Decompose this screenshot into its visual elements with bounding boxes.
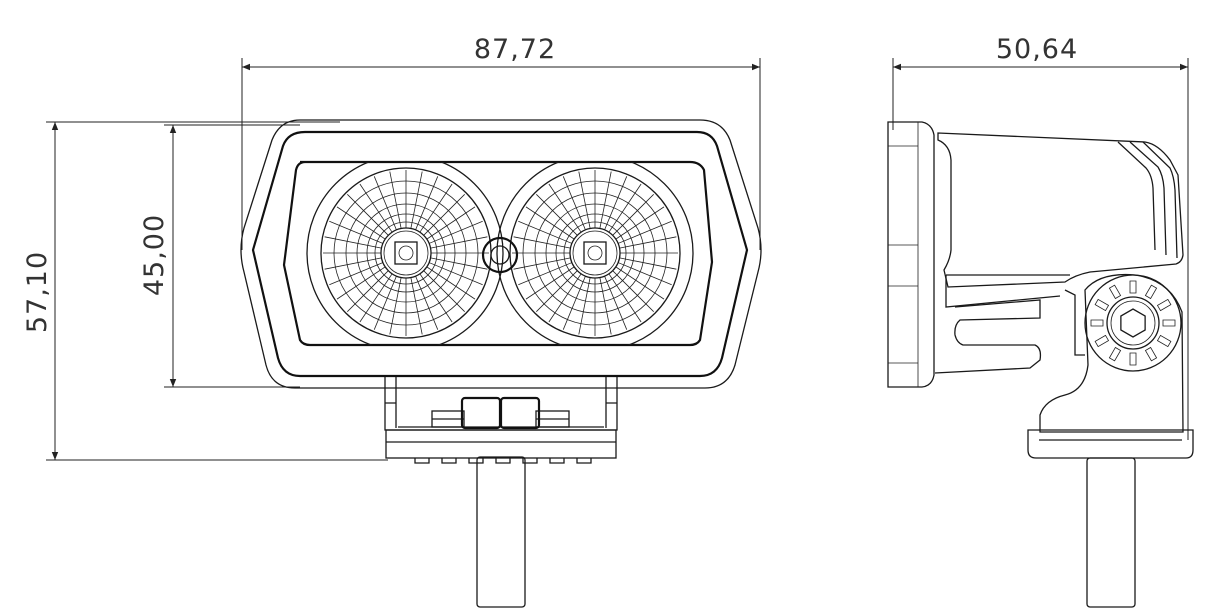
bracket-base-side bbox=[1027, 429, 1194, 459]
led-chip bbox=[394, 241, 418, 265]
mount-stem-side bbox=[1086, 457, 1136, 608]
adjustment-gear bbox=[1084, 274, 1182, 372]
lens-left bbox=[320, 167, 492, 339]
width-dimension-label: 87,72 bbox=[474, 34, 556, 65]
reflector-right bbox=[496, 162, 694, 345]
mount-bracket-front bbox=[384, 377, 618, 608]
dimension-housing-height: 45,00 bbox=[139, 124, 300, 388]
hex-bolt bbox=[1120, 308, 1146, 338]
housing-outer bbox=[240, 119, 762, 389]
total-height-dimension-label: 57,10 bbox=[22, 251, 53, 333]
housing-height-dimension-label: 45,00 bbox=[139, 214, 170, 296]
mount-stem-front bbox=[476, 456, 526, 608]
lens-outline bbox=[509, 167, 681, 339]
dimension-width-front: 87,72 bbox=[241, 34, 761, 250]
lens-face-side bbox=[887, 121, 935, 388]
lens-panel bbox=[282, 160, 714, 347]
dimension-total-height: 57,10 bbox=[22, 121, 388, 461]
reflector-left bbox=[306, 162, 504, 345]
led-chip bbox=[583, 241, 607, 265]
front-view bbox=[240, 119, 762, 608]
center-screw bbox=[481, 236, 519, 274]
nut-left bbox=[460, 396, 502, 430]
housing-inner bbox=[251, 130, 749, 378]
dimension-depth-side: 50,64 bbox=[892, 34, 1189, 440]
nut-right bbox=[499, 396, 541, 430]
bracket-arm-side bbox=[1039, 273, 1184, 433]
depth-dimension-label: 50,64 bbox=[996, 34, 1078, 65]
lens-right bbox=[509, 167, 681, 339]
housing-body-side bbox=[937, 132, 1184, 288]
side-view bbox=[887, 121, 1194, 608]
